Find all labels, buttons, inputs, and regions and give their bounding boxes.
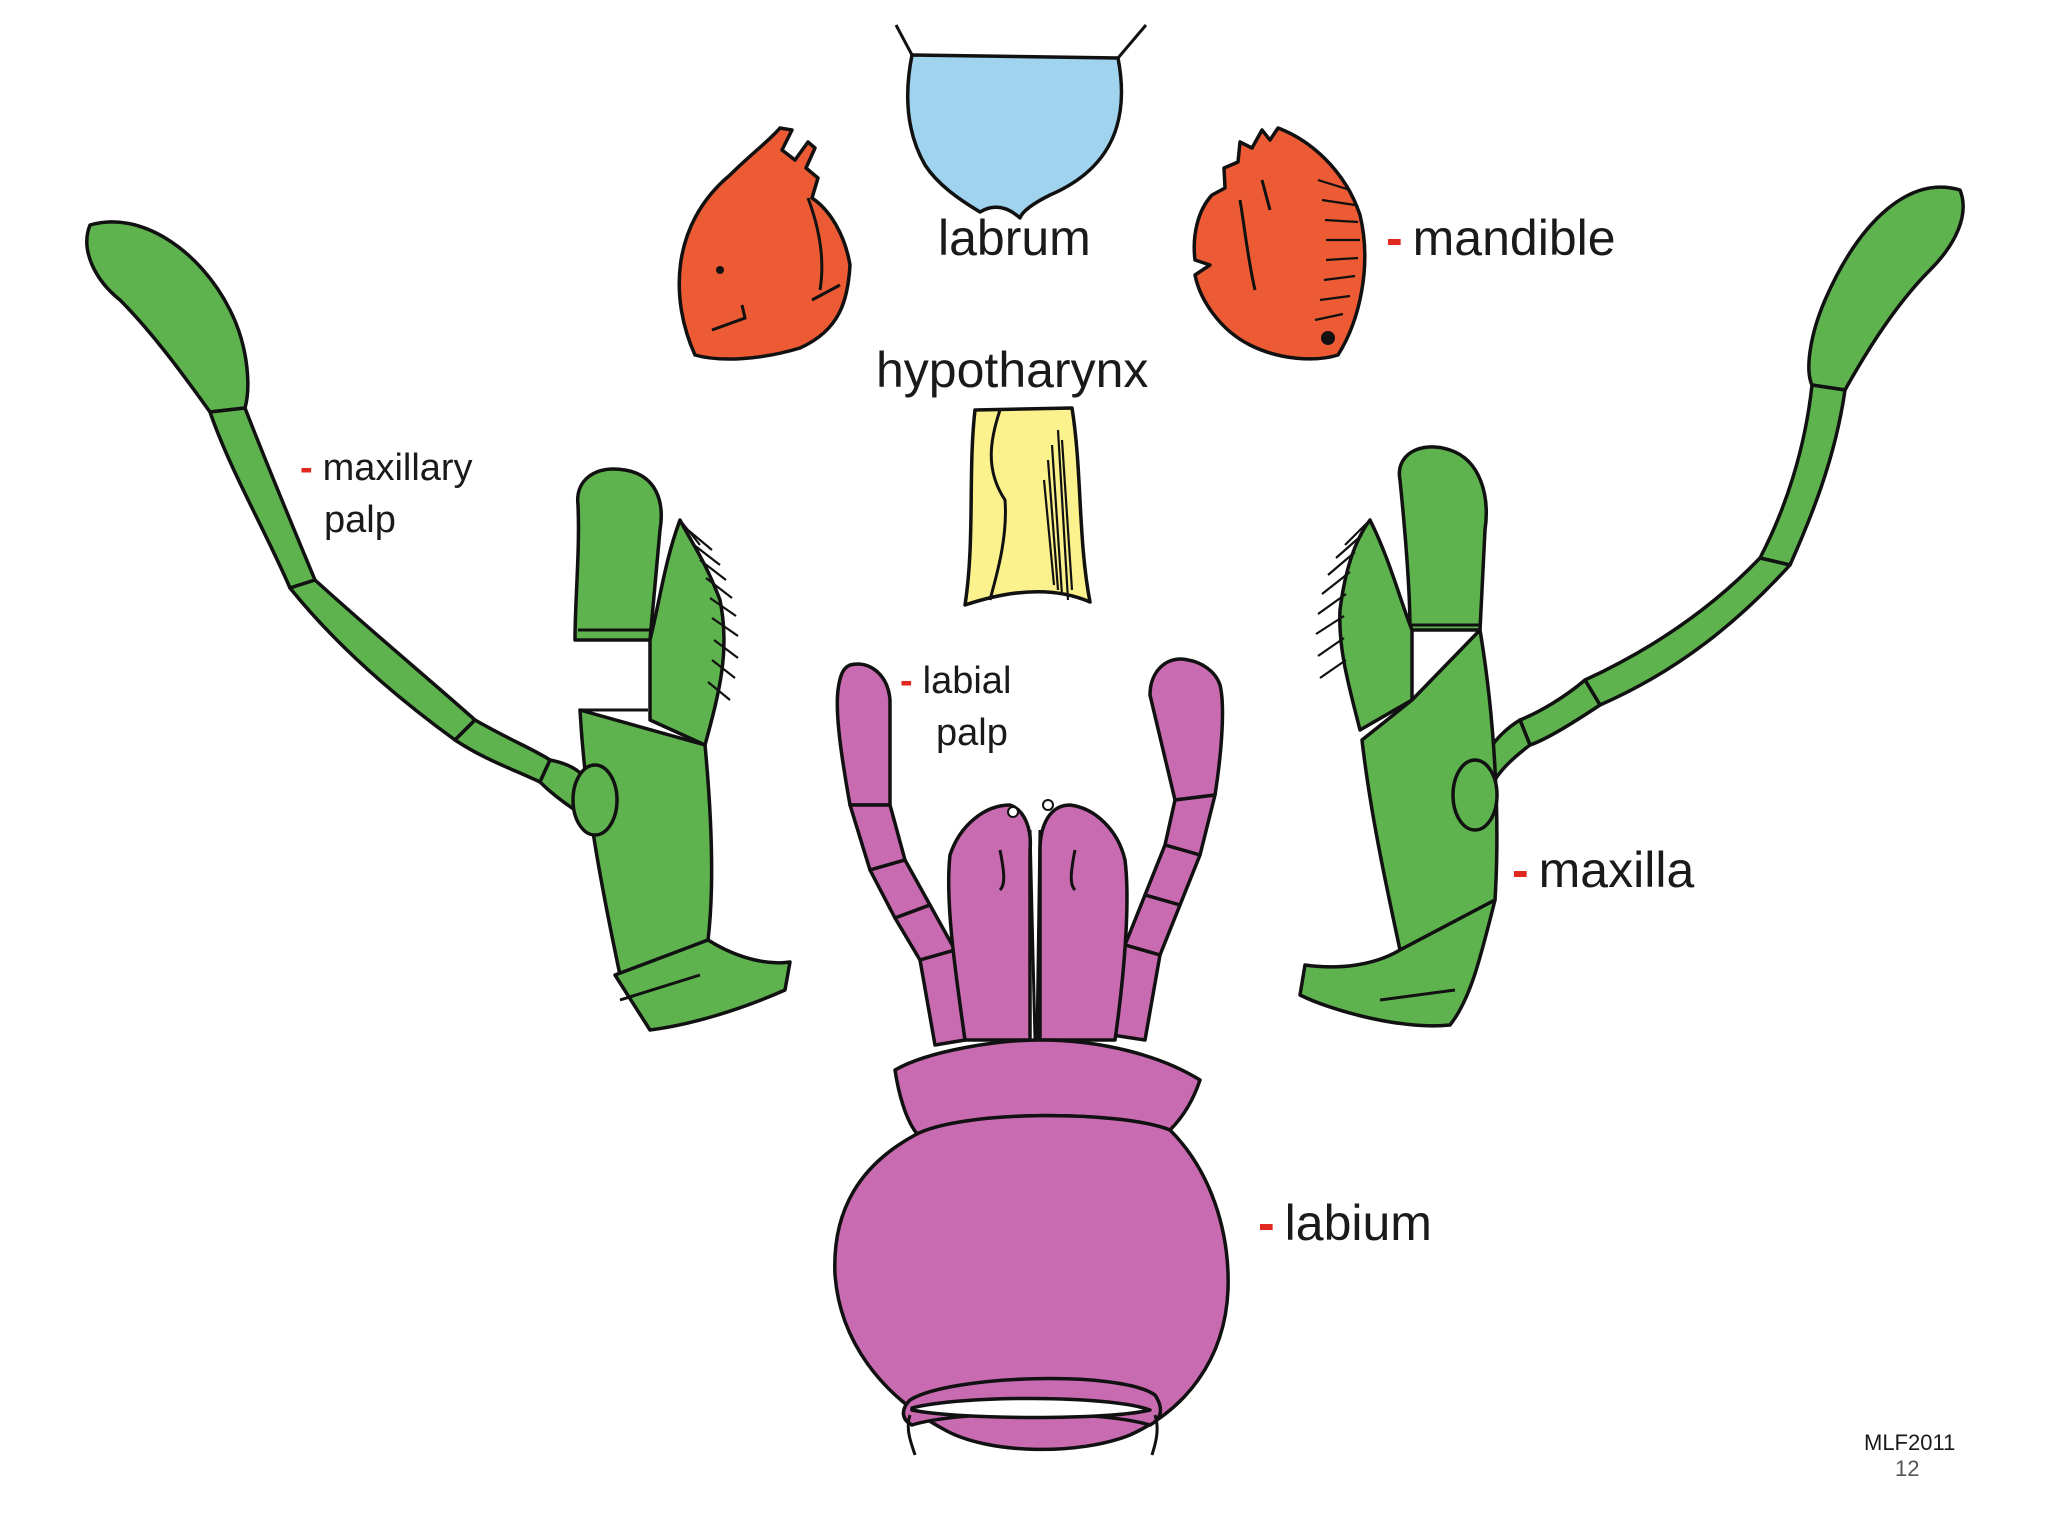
leader-dash: - [300, 447, 313, 489]
credit-text: MLF2011 [1864, 1430, 1956, 1455]
label-maxillary-palp: -maxillary palp [300, 447, 473, 541]
maxilla-right-shape [1298, 185, 1965, 1028]
labrum-shape [894, 24, 1148, 220]
labial-palp-left [835, 662, 892, 807]
labial-palp-right [1148, 657, 1225, 802]
leader-dash: - [1512, 842, 1529, 898]
leader-dash: - [1386, 210, 1403, 266]
labium-shape [833, 657, 1230, 1456]
mandible-right-shape [1192, 126, 1367, 361]
mandible-left-shape [677, 126, 852, 361]
label-mandible: -mandible [1386, 210, 1616, 266]
label-hypotharynx: hypotharynx [876, 342, 1149, 398]
label-labrum: labrum [938, 210, 1091, 266]
mandible-right-fill [1192, 126, 1367, 361]
labrum-fill [906, 53, 1124, 220]
label-maxilla: -maxilla [1512, 842, 1695, 898]
maxillary-palp-left [85, 220, 250, 414]
leader-dash: - [1258, 1195, 1275, 1251]
label-labium: -labium [1258, 1195, 1432, 1251]
leader-dash: - [900, 660, 913, 702]
mandible-left-fill [677, 126, 852, 361]
label-labial-palp: -labial palp [900, 660, 1012, 754]
maxillary-palp-right [1807, 185, 1965, 392]
page-number: 12 [1895, 1456, 1920, 1481]
hypotharynx-shape [963, 406, 1092, 607]
maxilla-left-shape [85, 220, 792, 1032]
